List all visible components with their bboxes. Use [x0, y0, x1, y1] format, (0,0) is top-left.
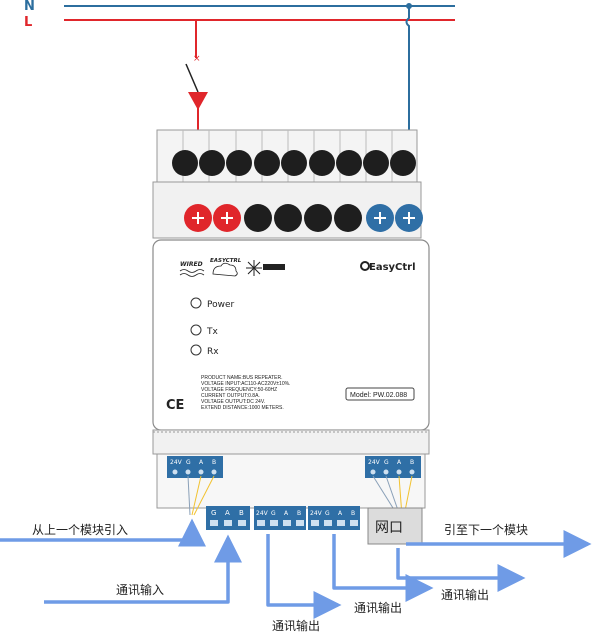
- rx-led: [190, 344, 202, 356]
- spec-line: CURRENT OUTPUT:0.8A.: [201, 393, 260, 399]
- top-left-terminal-holes: [172, 469, 217, 475]
- bottom-terminal-3-holes: [311, 520, 358, 526]
- terminal-pin-label: 24V: [256, 510, 269, 517]
- power-label: Power: [207, 300, 235, 310]
- arrow-comm-input: [44, 534, 242, 604]
- wired-logo: WIRED: [180, 261, 203, 268]
- bottom-terminal-1-holes: [210, 520, 246, 526]
- terminal-pin-label: A: [338, 510, 343, 517]
- terminal-pin-label: A: [397, 459, 402, 466]
- label-to-next-module: 引至下一个模块: [444, 523, 528, 537]
- flow-arrows: [0, 518, 592, 619]
- lower-rail: [152, 429, 430, 455]
- easyctrl-brand: EasyCtrl: [369, 262, 416, 273]
- network-port: [367, 507, 423, 545]
- spec-block: PRODUCT NAME:BUS REPEATER. VOLTAGE INPUT…: [201, 375, 290, 411]
- switch-arrow-icon: [188, 92, 208, 110]
- cloud-icon: [212, 262, 238, 277]
- neutral-drop: [405, 6, 410, 212]
- terminal-pin-label: B: [239, 509, 244, 517]
- tx-label: Tx: [206, 327, 218, 337]
- label-comm-input: 通讯输入: [116, 582, 164, 597]
- switch-contact-icon: ×: [193, 54, 201, 64]
- spec-line: VOLTAGE FREQUENCY:50-60HZ: [201, 387, 277, 393]
- terminal-pin-label: G: [325, 510, 330, 517]
- spec-line: EXTEND DISTANCE:1000 METERS.: [201, 405, 284, 411]
- label-comm-output-bottom: 通讯输出: [272, 618, 320, 633]
- wave-icon: [179, 269, 205, 277]
- top-right-terminal-holes: [370, 469, 415, 475]
- network-port-label: 网口: [375, 520, 403, 536]
- arrow-comm-output-right: [396, 548, 526, 592]
- easyctrl-small-logo: EASYCTRL: [210, 258, 242, 264]
- snowflake-logo-icon: [246, 260, 285, 276]
- neutral-label: N: [24, 0, 35, 14]
- terminal-pin-label: A: [225, 509, 230, 517]
- spec-line: VOLTAGE OUTPUT:DC 24V.: [201, 399, 265, 405]
- terminal-pin-label: 24V: [368, 459, 381, 466]
- rx-label: Rx: [207, 347, 219, 357]
- terminal-pin-label: A: [199, 459, 204, 466]
- top-left-terminal-block: [167, 456, 223, 478]
- terminal-pin-label: A: [284, 510, 289, 517]
- easyctrl-mark-icon: [360, 261, 370, 271]
- terminal-pin-label: G: [211, 509, 216, 517]
- tx-led: [190, 324, 202, 336]
- ce-mark: CE: [166, 398, 184, 413]
- top-right-terminal-block: [365, 456, 421, 478]
- label-from-prev-module: 从上一个模块引入: [32, 523, 128, 537]
- terminal-pin-label: B: [351, 510, 355, 517]
- terminal-pin-label: 24V: [170, 459, 183, 466]
- model-text: Model: PW.02.088: [350, 392, 407, 399]
- terminal-pin-label: G: [384, 459, 389, 466]
- label-comm-output-right: 通讯输出: [441, 587, 489, 602]
- bottom-terminal-2-holes: [257, 520, 304, 526]
- spec-line: PRODUCT NAME:BUS REPEATER.: [201, 375, 283, 381]
- model-badge: [345, 387, 415, 401]
- terminal-pin-label: B: [297, 510, 301, 517]
- spec-line: VOLTAGE INPUT:AC110-AC220V±10%.: [201, 381, 290, 387]
- arrow-comm-output-bottom: [266, 534, 342, 619]
- label-comm-output-middle: 通讯输出: [354, 600, 402, 615]
- top-terminal-screws-row1: [172, 150, 416, 176]
- arrow-from-prev-module: [0, 518, 206, 547]
- terminal-pin-label: B: [212, 459, 216, 466]
- terminal-pin-label: B: [410, 459, 414, 466]
- terminal-pin-label: G: [186, 459, 191, 466]
- terminal-pin-label: G: [271, 510, 276, 517]
- switch-lever: [185, 63, 199, 93]
- input-wires: [187, 475, 215, 516]
- power-led: [190, 297, 202, 309]
- mid-terminal-screws: [184, 204, 423, 232]
- terminal-pin-label: 24V: [310, 510, 323, 517]
- arrow-comm-output-middle: [332, 534, 434, 602]
- live-label: L: [24, 15, 32, 30]
